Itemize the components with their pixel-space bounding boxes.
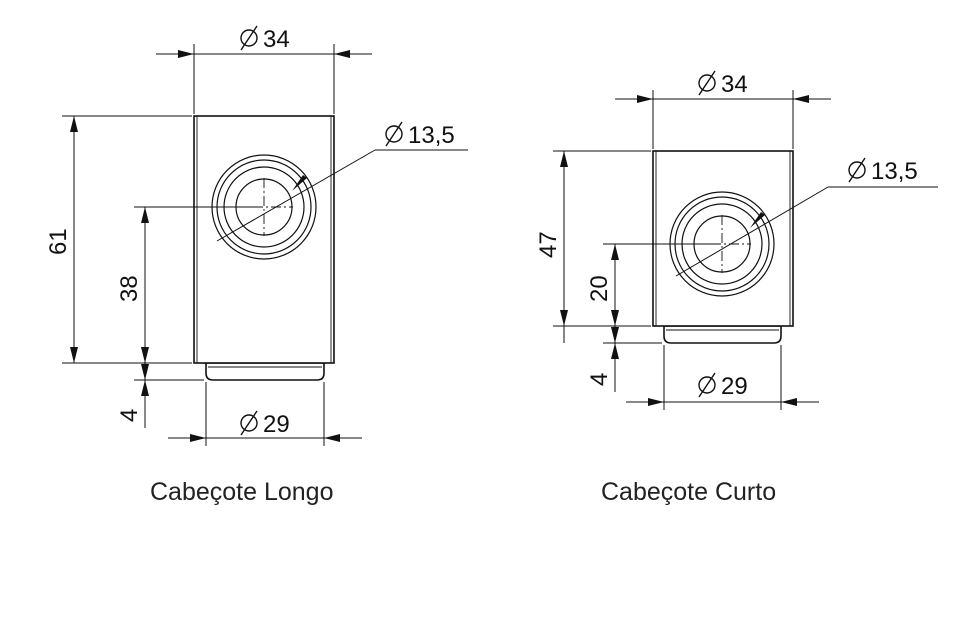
long-dim-hole: 13,5: [216, 121, 468, 242]
long-head-drawing: 34 13,5 61 38: [45, 25, 468, 506]
long-dim-base: 4: [116, 340, 149, 428]
long-caption: Cabeçote Longo: [150, 478, 333, 506]
diameter-symbol-icon: [385, 121, 403, 147]
short-dim-base-dia: 29: [626, 345, 819, 410]
short-caption: Cabeçote Curto: [601, 478, 776, 506]
short-dia-hole-label: 13,5: [871, 158, 918, 185]
short-head-drawing: 34 13,5 47 20: [535, 70, 938, 506]
short-body: [652, 150, 794, 327]
short-base-height-label: 4: [586, 373, 613, 386]
long-dim-base-dia: 29: [168, 382, 362, 446]
diameter-symbol-icon: [240, 25, 258, 51]
short-dim-hole: 13,5: [675, 157, 938, 277]
diameter-symbol-icon: [698, 70, 716, 96]
short-dim-height: 47: [535, 150, 651, 343]
long-base: [205, 362, 325, 381]
long-dia-base-label: 29: [263, 411, 290, 438]
long-dim-top: 34: [156, 25, 372, 114]
long-height-label: 61: [45, 228, 72, 255]
long-dia-top-label: 34: [263, 26, 290, 53]
short-height-label: 47: [535, 231, 562, 258]
short-dim-hole-height: 20: [586, 243, 720, 344]
diameter-symbol-icon: [240, 410, 258, 436]
short-dim-base: 4: [586, 300, 651, 392]
long-hole-height-label: 38: [116, 275, 143, 302]
short-hole-height-label: 20: [586, 275, 613, 302]
long-body: [193, 115, 335, 364]
long-base-height-label: 4: [116, 409, 143, 422]
short-dim-top: 34: [615, 70, 831, 149]
long-dim-height: 61: [45, 115, 192, 364]
short-dia-base-label: 29: [721, 373, 748, 400]
long-dia-hole-label: 13,5: [408, 122, 455, 149]
long-dim-hole-height: 38: [116, 206, 262, 381]
diameter-symbol-icon: [698, 372, 716, 398]
diameter-symbol-icon: [848, 157, 866, 183]
short-base: [663, 325, 782, 344]
short-dia-top-label: 34: [721, 71, 748, 98]
